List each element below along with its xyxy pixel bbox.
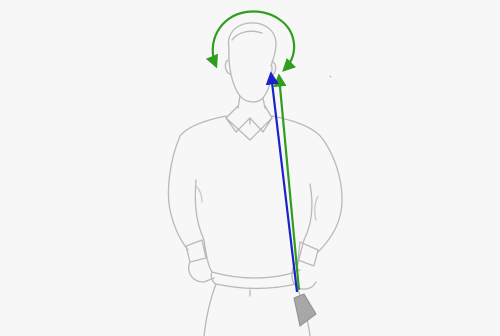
right-arm-outline [318, 138, 342, 252]
left-arm-outline [168, 136, 188, 250]
hair-outline [228, 23, 276, 66]
head-outline [229, 48, 272, 102]
waistband-outline [212, 272, 296, 278]
swipe-up-arrow-icon [279, 76, 299, 290]
phone-icon [294, 294, 316, 326]
collar-outline [226, 106, 272, 132]
swipe-up-arrow-icon [271, 74, 297, 292]
person-outline [168, 23, 342, 336]
rotate-arrow-icon [213, 12, 294, 70]
